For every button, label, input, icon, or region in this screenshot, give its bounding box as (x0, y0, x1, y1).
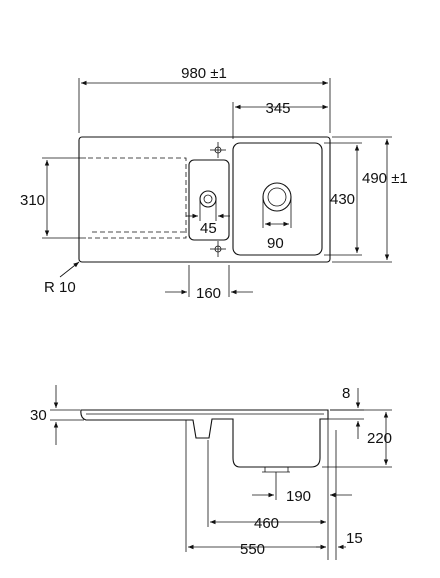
dim-430: 430 (330, 191, 355, 208)
small-bowl (188, 159, 230, 241)
dim-460: 460 (254, 515, 279, 532)
main-drain-inner (267, 187, 287, 207)
dim-220: 220 (367, 430, 392, 447)
tap-hole-mark-bottom (210, 241, 226, 257)
dim-8: 8 (342, 385, 350, 402)
small-drain-outer (199, 190, 217, 208)
dim-550: 550 (240, 541, 265, 558)
side-view: 30 8 220 190 460 550 15 (30, 385, 392, 560)
dim-15: 15 (346, 530, 363, 547)
drainer-area (88, 157, 187, 239)
dim-490: 490 ±1 (362, 170, 408, 187)
dim-310: 310 (20, 192, 45, 209)
sink-outline (78, 136, 331, 263)
dim-45: 45 (200, 220, 217, 237)
dim-r10: R 10 (44, 279, 76, 296)
dim-980: 980 ±1 (181, 65, 227, 82)
dim-345: 345 (265, 100, 290, 117)
small-drain-inner (203, 194, 213, 204)
main-bowl (232, 142, 323, 256)
tap-hole-mark-top (210, 142, 226, 158)
sink-profile-rim (80, 409, 329, 468)
dim-160: 160 (196, 285, 221, 302)
top-view: 980 ±1 345 310 430 490 ±1 45 90 R 1 (20, 65, 408, 302)
main-drain-outer (262, 182, 292, 212)
radius-leader (59, 261, 80, 278)
dim-90: 90 (267, 235, 284, 252)
dim-30: 30 (30, 407, 47, 424)
dim-190: 190 (286, 488, 311, 505)
